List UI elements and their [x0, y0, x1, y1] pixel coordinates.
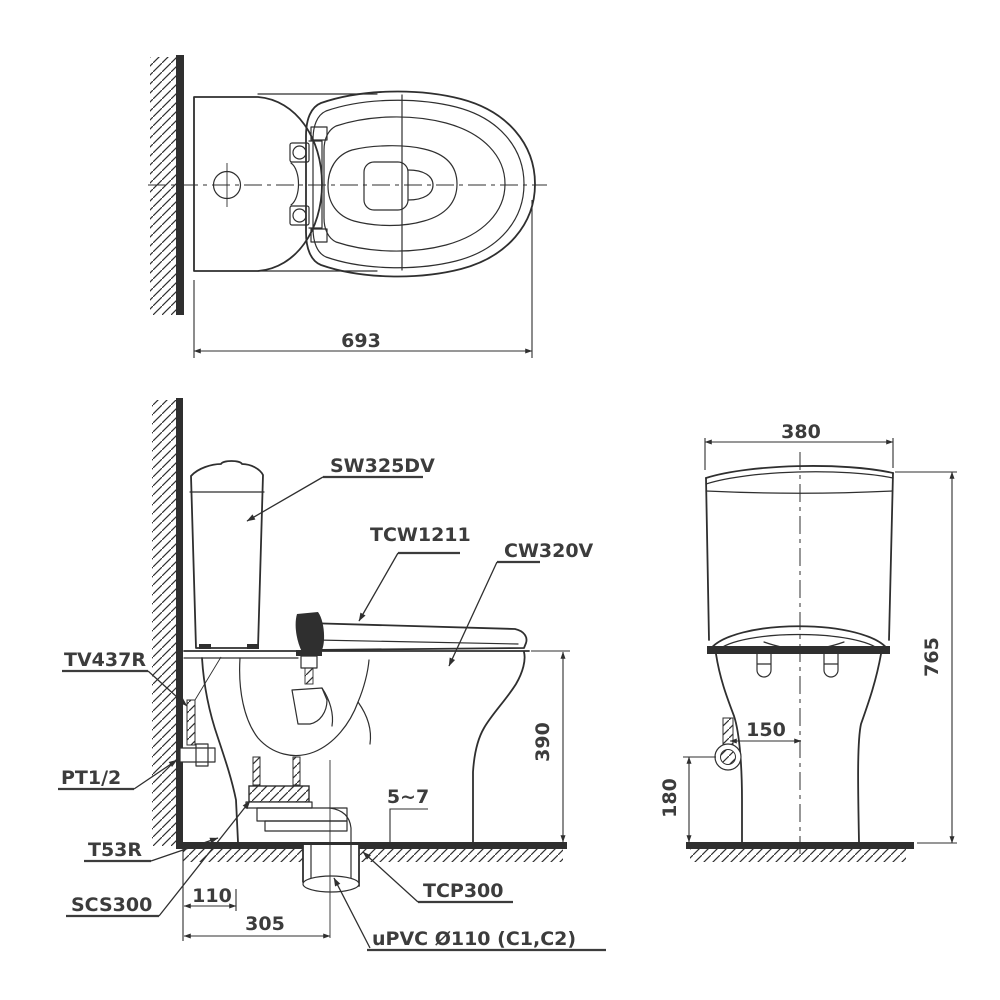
floor-side: [176, 842, 567, 862]
label-valve-spec: PT1/2: [58, 759, 178, 791]
dim-overall-height-text: 765: [921, 637, 943, 677]
seat-lid-plan: [305, 90, 536, 278]
svg-text:TCP300: TCP300: [423, 880, 504, 902]
svg-text:T53R: T53R: [88, 839, 142, 861]
svg-text:SW325DV: SW325DV: [330, 455, 435, 477]
side-view: 390 5~7 110 305 SW325DV TCW1211 CW320V: [58, 398, 606, 952]
drain-pipe-side: [302, 760, 360, 938]
dim-supply-height-text: 180: [659, 778, 681, 818]
svg-text:PT1/2: PT1/2: [61, 767, 121, 789]
svg-text:TCW1211: TCW1211: [370, 524, 471, 546]
label-tank-model: SW325DV: [246, 455, 435, 522]
flange-assembly-side: [245, 756, 352, 843]
label-flange-model: TCP300: [362, 851, 513, 904]
dim-floor-gap: 5~7: [387, 786, 429, 842]
dim-drain-offset: 305: [183, 913, 331, 939]
dim-bowl-height: 390: [531, 650, 570, 843]
dim-supply-height: 180: [659, 756, 716, 843]
svg-text:CW320V: CW320V: [504, 540, 594, 562]
dim-supply-offset: 150: [729, 719, 802, 744]
supply-valve-front: [714, 717, 742, 771]
label-washlet-model: TCW1211: [358, 524, 471, 622]
floor-front: [686, 842, 914, 862]
bowl-rim-front: [707, 625, 890, 678]
dim-supply-offset-text: 150: [746, 719, 786, 741]
svg-text:uPVC Ø110 (C1,C2): uPVC Ø110 (C1,C2): [372, 928, 576, 950]
dim-bowl-height-text: 390: [532, 722, 554, 762]
label-seal-model: T53R: [84, 837, 219, 863]
washlet-seat-side: [295, 612, 528, 685]
bowl-side: [183, 650, 530, 843]
dim-tank-width-text: 380: [781, 421, 821, 443]
dim-overall-depth: 693: [193, 200, 533, 358]
pedestal-front: [715, 653, 882, 843]
svg-text:TV437R: TV437R: [64, 649, 146, 671]
dim-overall-depth-text: 693: [341, 330, 381, 352]
svg-text:SCS300: SCS300: [71, 894, 152, 916]
dim-flange-offset: 110: [182, 849, 237, 941]
supply-assembly-side: [179, 699, 216, 767]
front-view: 380 150 180 765: [659, 421, 957, 862]
dim-overall-height: 765: [895, 471, 957, 844]
dim-tank-width: 380: [704, 421, 894, 470]
dim-floor-gap-text: 5~7: [387, 786, 429, 808]
label-connector-model: SCS300: [66, 800, 251, 918]
label-supply-model: TV437R: [62, 649, 188, 707]
dim-drain-offset-text: 305: [245, 913, 285, 935]
top-view: 693: [148, 55, 547, 358]
label-bowl-model: CW320V: [448, 540, 594, 667]
tank-side: [189, 460, 265, 649]
wall-hatch-side: [152, 398, 183, 846]
label-drain-spec: uPVC Ø110 (C1,C2): [333, 877, 606, 952]
dim-flange-offset-text: 110: [192, 885, 232, 907]
